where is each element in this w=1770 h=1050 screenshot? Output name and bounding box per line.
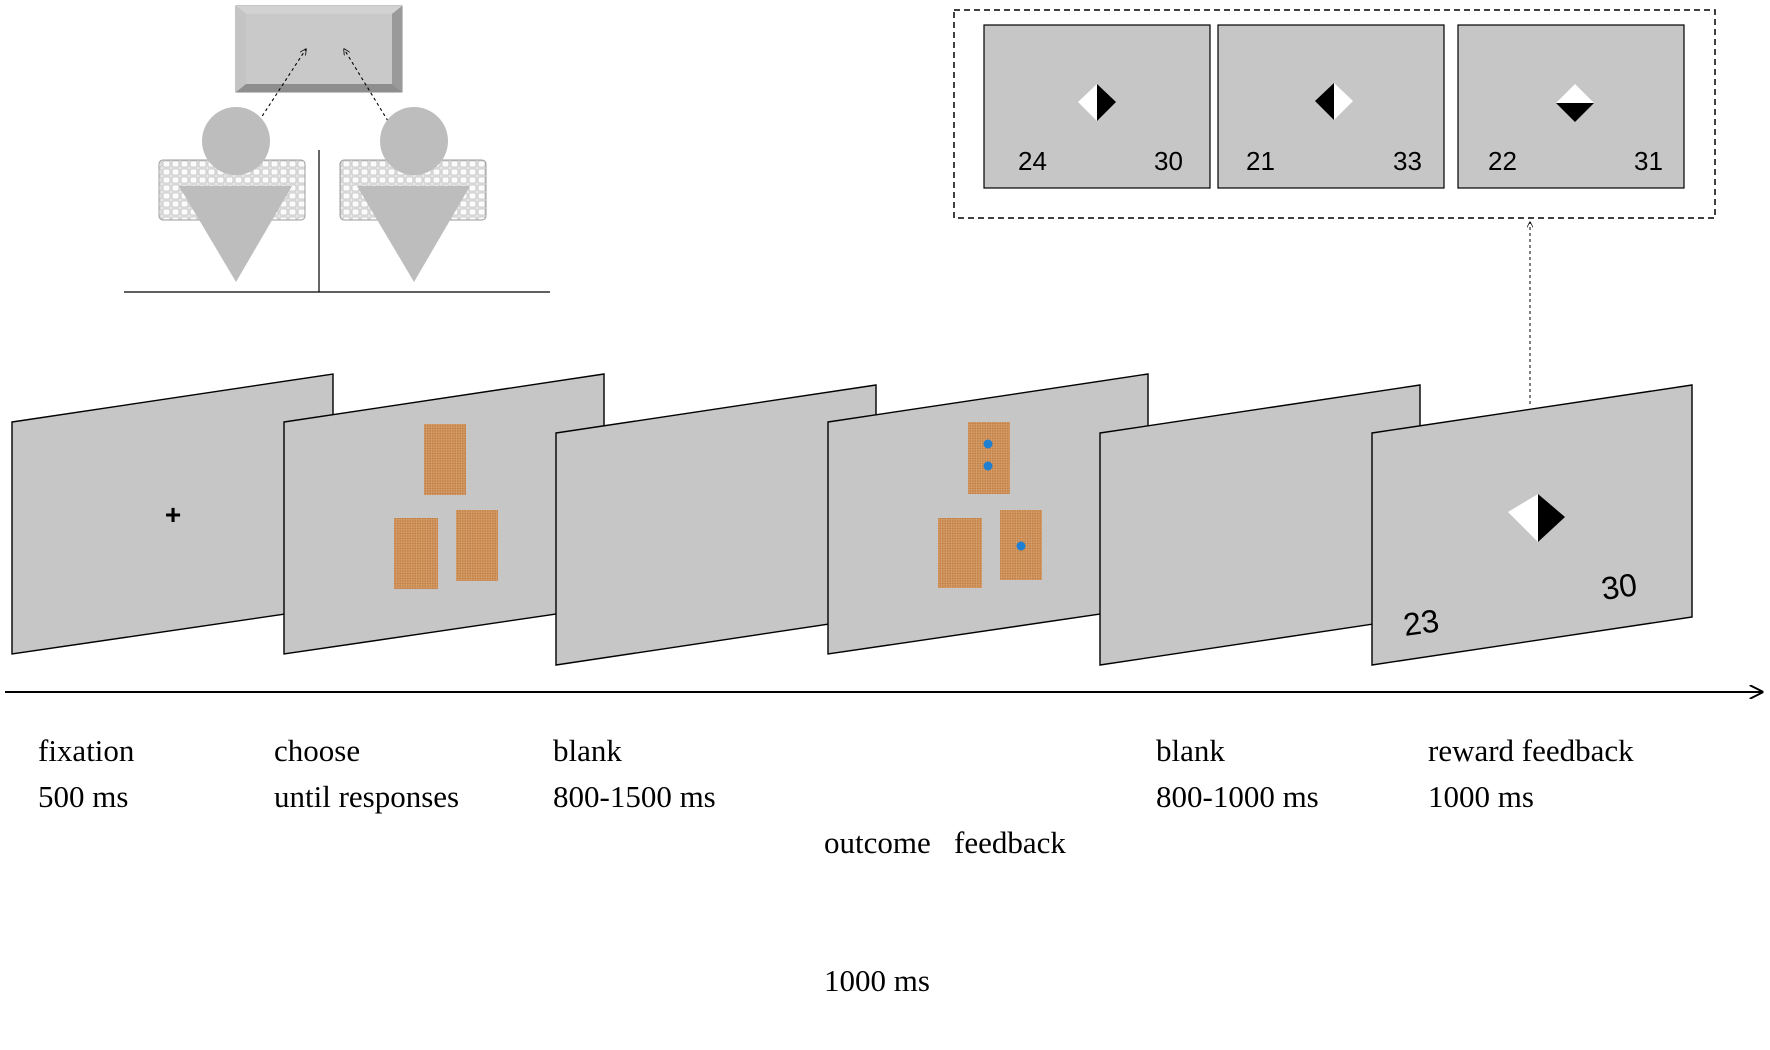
stage-duration: 500 ms <box>38 779 129 814</box>
diamond-black-half <box>1097 84 1116 121</box>
reward-right-score: 30 <box>1599 566 1639 607</box>
stage-outcome-feedback: outcome feedback 1000 ms <box>824 728 1066 1050</box>
card-bottom-left <box>938 518 982 588</box>
stage-name: blank <box>553 733 622 768</box>
stage-name: fixation <box>38 733 135 768</box>
stage-fixation: fixation 500 ms <box>38 728 134 820</box>
screen-choose <box>283 373 605 655</box>
example-right-score: 30 <box>1154 146 1183 176</box>
diamond-black-half <box>1556 103 1594 122</box>
head-left <box>202 107 270 175</box>
screen-reward-feedback: 23 30 <box>1371 384 1693 666</box>
example-left-score: 21 <box>1246 146 1275 176</box>
reward-example-1: 24 30 <box>983 24 1211 189</box>
diamond-white-half <box>1556 84 1594 103</box>
diamond-white-half <box>1078 84 1097 121</box>
body-right <box>357 186 470 282</box>
fixation-cross: + <box>165 499 181 530</box>
diamond-black-half <box>1538 494 1565 542</box>
stage-name: outcome feedback <box>824 825 1066 860</box>
participant-left <box>158 107 306 282</box>
stage-blank-2: blank 800-1000 ms <box>1156 728 1319 820</box>
example-right-score: 31 <box>1634 146 1663 176</box>
diamond-white-half <box>1334 83 1353 120</box>
stage-blank-1: blank 800-1500 ms <box>553 728 716 820</box>
card-top <box>968 422 1010 494</box>
stage-duration: 800-1000 ms <box>1156 779 1319 814</box>
diamond-white-half <box>1508 494 1538 542</box>
card-bottom-left <box>394 518 438 589</box>
screen-outcome-feedback <box>827 373 1149 655</box>
stage-name: reward feedback <box>1428 733 1634 768</box>
card-top <box>424 424 466 495</box>
stage-duration: 1000 ms <box>824 963 930 998</box>
gaze-arrow-right <box>344 49 389 122</box>
example-right-score: 33 <box>1393 146 1422 176</box>
trial-sequence: + 23 30 <box>11 373 1693 666</box>
setup-illustration <box>124 5 550 293</box>
card-bottom-right <box>456 510 498 581</box>
stage-reward-feedback: reward feedback 1000 ms <box>1428 728 1634 820</box>
stage-duration: 800-1500 ms <box>553 779 716 814</box>
reward-example-2: 21 33 <box>1217 24 1445 189</box>
stage-name: choose <box>274 733 361 768</box>
screen-fixation: + <box>11 373 334 655</box>
reward-example-3: 22 31 <box>1457 24 1685 189</box>
reward-examples-panel: 24 30 21 33 22 31 <box>953 9 1716 219</box>
diamond-black-half <box>1315 83 1334 120</box>
stage-choose: choose until responses <box>274 728 459 820</box>
stage-name: blank <box>1156 733 1225 768</box>
blue-marker <box>983 461 993 471</box>
participant-right <box>339 107 487 282</box>
blue-marker <box>983 439 993 449</box>
shared-monitor <box>235 5 403 93</box>
stage-duration: until responses <box>274 779 460 814</box>
gaze-arrow-left <box>258 49 306 122</box>
body-left <box>179 186 292 282</box>
experiment-diagram: 24 30 21 33 22 31 + <box>5 5 1770 820</box>
example-left-score: 22 <box>1488 146 1517 176</box>
example-left-score: 24 <box>1018 146 1047 176</box>
blue-marker <box>1016 541 1026 551</box>
stage-duration: 1000 ms <box>1428 779 1534 814</box>
reward-left-score: 23 <box>1401 602 1441 643</box>
head-right <box>380 107 448 175</box>
